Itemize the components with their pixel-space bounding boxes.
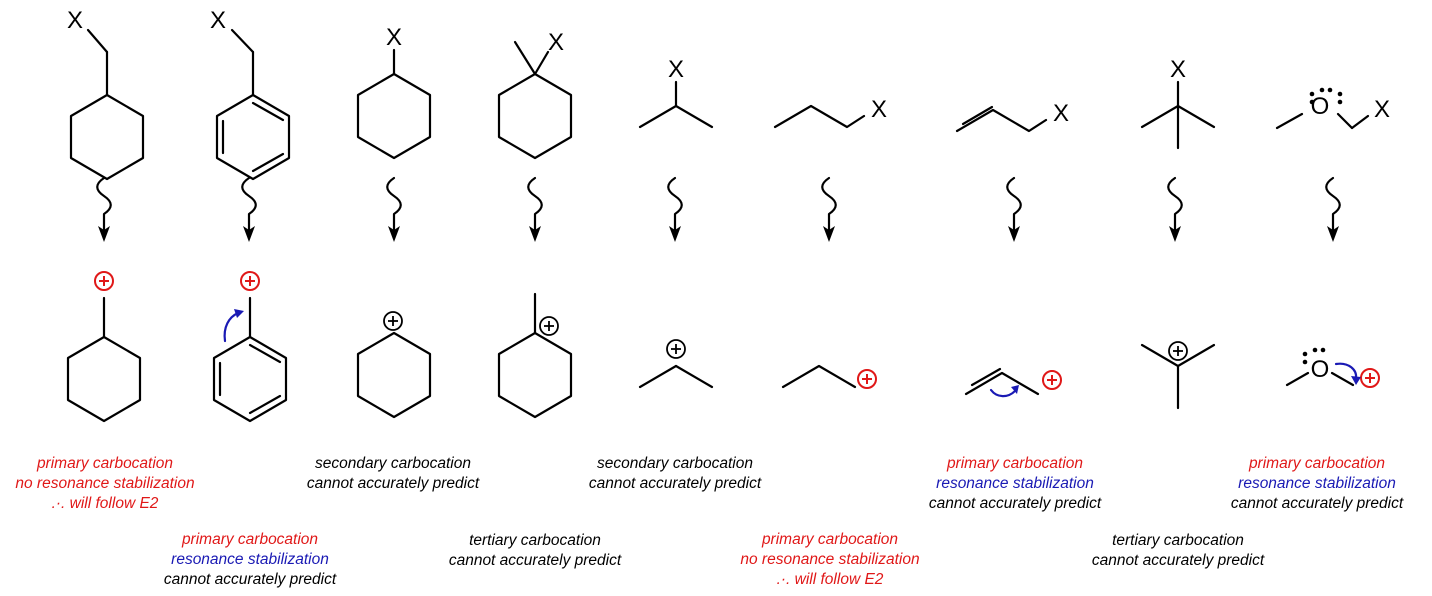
cation-methylcyclohexyl	[497, 292, 573, 419]
substrate-benzyl	[215, 28, 291, 181]
x-label-3: X	[386, 24, 402, 51]
reaction-arrow-8	[1167, 176, 1183, 242]
caption-col3-line1: secondary carbocation	[315, 455, 471, 472]
caption-col2-line2: resonance stabilization	[171, 551, 329, 568]
oxygen-label-substrate: O	[1311, 93, 1330, 120]
oxygen-label-cation: O	[1311, 356, 1330, 383]
caption-col1-line1: primary carbocation	[36, 455, 174, 472]
substrate-propyl	[773, 104, 866, 129]
caption-col4: tertiary carbocation cannot accurately p…	[420, 531, 650, 571]
x-label-1: X	[67, 7, 83, 34]
caption-col5: secondary carbocation cannot accurately …	[560, 454, 790, 494]
caption-col5-line1: secondary carbocation	[597, 455, 753, 472]
oxygen-labels: O O	[1311, 93, 1330, 383]
reaction-arrow-2	[241, 176, 257, 242]
reaction-arrow-1	[96, 176, 112, 242]
caption-col1-line2: no resonance stabilization	[15, 475, 195, 492]
substrate-isopropyl	[638, 80, 714, 129]
cation-charge-4	[539, 316, 559, 336]
caption-col6: primary carbocation no resonance stabili…	[715, 530, 945, 590]
caption-col6-line3: .·. will follow E2	[776, 571, 884, 588]
x-label-5: X	[668, 56, 684, 83]
resonance-arrow-benzyl	[223, 311, 240, 343]
caption-col6-line1: primary carbocation	[761, 531, 899, 548]
caption-col2-line1: primary carbocation	[181, 531, 319, 548]
reaction-arrow-6	[821, 176, 837, 242]
x-label-9: X	[1374, 96, 1390, 123]
caption-col4-line2: cannot accurately predict	[448, 552, 622, 569]
resonance-arrow-allyl	[989, 388, 1017, 398]
cation-isopropyl	[638, 364, 714, 389]
caption-col7-line1: primary carbocation	[946, 455, 1084, 472]
reaction-arrow-5	[667, 176, 683, 242]
red-charges	[94, 271, 1380, 390]
caption-col3-line2: cannot accurately predict	[306, 475, 480, 492]
caption-col9-line2: resonance stabilization	[1238, 475, 1396, 492]
cation-allyl	[964, 367, 1040, 396]
caption-col7: primary carbocation resonance stabilizat…	[900, 454, 1130, 514]
black-charges	[383, 311, 1188, 361]
substrate-methylcyclohexyl	[497, 40, 573, 160]
cation-charge-8	[1168, 341, 1188, 361]
caption-col9-line3: cannot accurately predict	[1230, 495, 1404, 512]
caption-col8-line1: tertiary carbocation	[1112, 532, 1244, 549]
x-label-4: X	[548, 29, 564, 56]
caption-col1-line3: .·. will follow E2	[51, 495, 159, 512]
cation-charge-1	[94, 271, 114, 291]
caption-col4-line1: tertiary carbocation	[469, 532, 601, 549]
cation-charge-7	[1042, 370, 1062, 390]
caption-col6-line2: no resonance stabilization	[740, 551, 920, 568]
caption-col2: primary carbocation resonance stabilizat…	[135, 530, 365, 590]
cation-charge-5	[666, 339, 686, 359]
cation-methoxymethyl	[1285, 371, 1355, 387]
cation-tert-butyl	[1140, 343, 1216, 410]
substrate-methoxymethyl	[1275, 112, 1370, 130]
caption-col7-line2: resonance stabilization	[936, 475, 1094, 492]
substrate-tert-butyl	[1140, 80, 1216, 150]
cation-benzyl	[212, 296, 288, 423]
cation-cyclohexylmethyl	[66, 296, 142, 423]
reaction-arrow-9	[1325, 176, 1341, 242]
caption-col8: tertiary carbocation cannot accurately p…	[1063, 531, 1293, 571]
substrate-cyclohexyl	[356, 48, 432, 160]
cation-charge-3	[383, 311, 403, 331]
cation-ethyl	[781, 364, 857, 389]
caption-col7-line3: cannot accurately predict	[928, 495, 1102, 512]
cation-charge-9	[1360, 368, 1380, 388]
cation-charge-2	[240, 271, 260, 291]
caption-col5-line2: cannot accurately predict	[588, 475, 762, 492]
resonance-arrow-methoxy	[1334, 362, 1358, 380]
reaction-arrow-4	[527, 176, 543, 242]
caption-col2-line3: cannot accurately predict	[163, 571, 337, 588]
reaction-arrow-7	[1006, 176, 1022, 242]
substituent-labels: X X X X X X X X X	[67, 7, 1390, 127]
x-label-6: X	[871, 96, 887, 123]
caption-col8-line2: cannot accurately predict	[1091, 552, 1265, 569]
x-label-2: X	[210, 7, 226, 34]
x-label-8: X	[1170, 56, 1186, 83]
caption-col1: primary carbocation no resonance stabili…	[0, 454, 220, 514]
reaction-arrow-3	[386, 176, 402, 242]
substrate-allyl	[955, 105, 1048, 133]
substrate-cyclohexylmethyl	[69, 28, 145, 181]
caption-col9-line1: primary carbocation	[1248, 455, 1386, 472]
caption-col3: secondary carbocation cannot accurately …	[278, 454, 508, 494]
cation-charge-6	[857, 369, 877, 389]
x-label-7: X	[1053, 100, 1069, 127]
caption-col9: primary carbocation resonance stabilizat…	[1202, 454, 1432, 514]
cation-cyclohexyl	[356, 331, 432, 419]
lone-pairs	[1302, 87, 1343, 365]
resonance-arrowheads	[234, 309, 1361, 394]
